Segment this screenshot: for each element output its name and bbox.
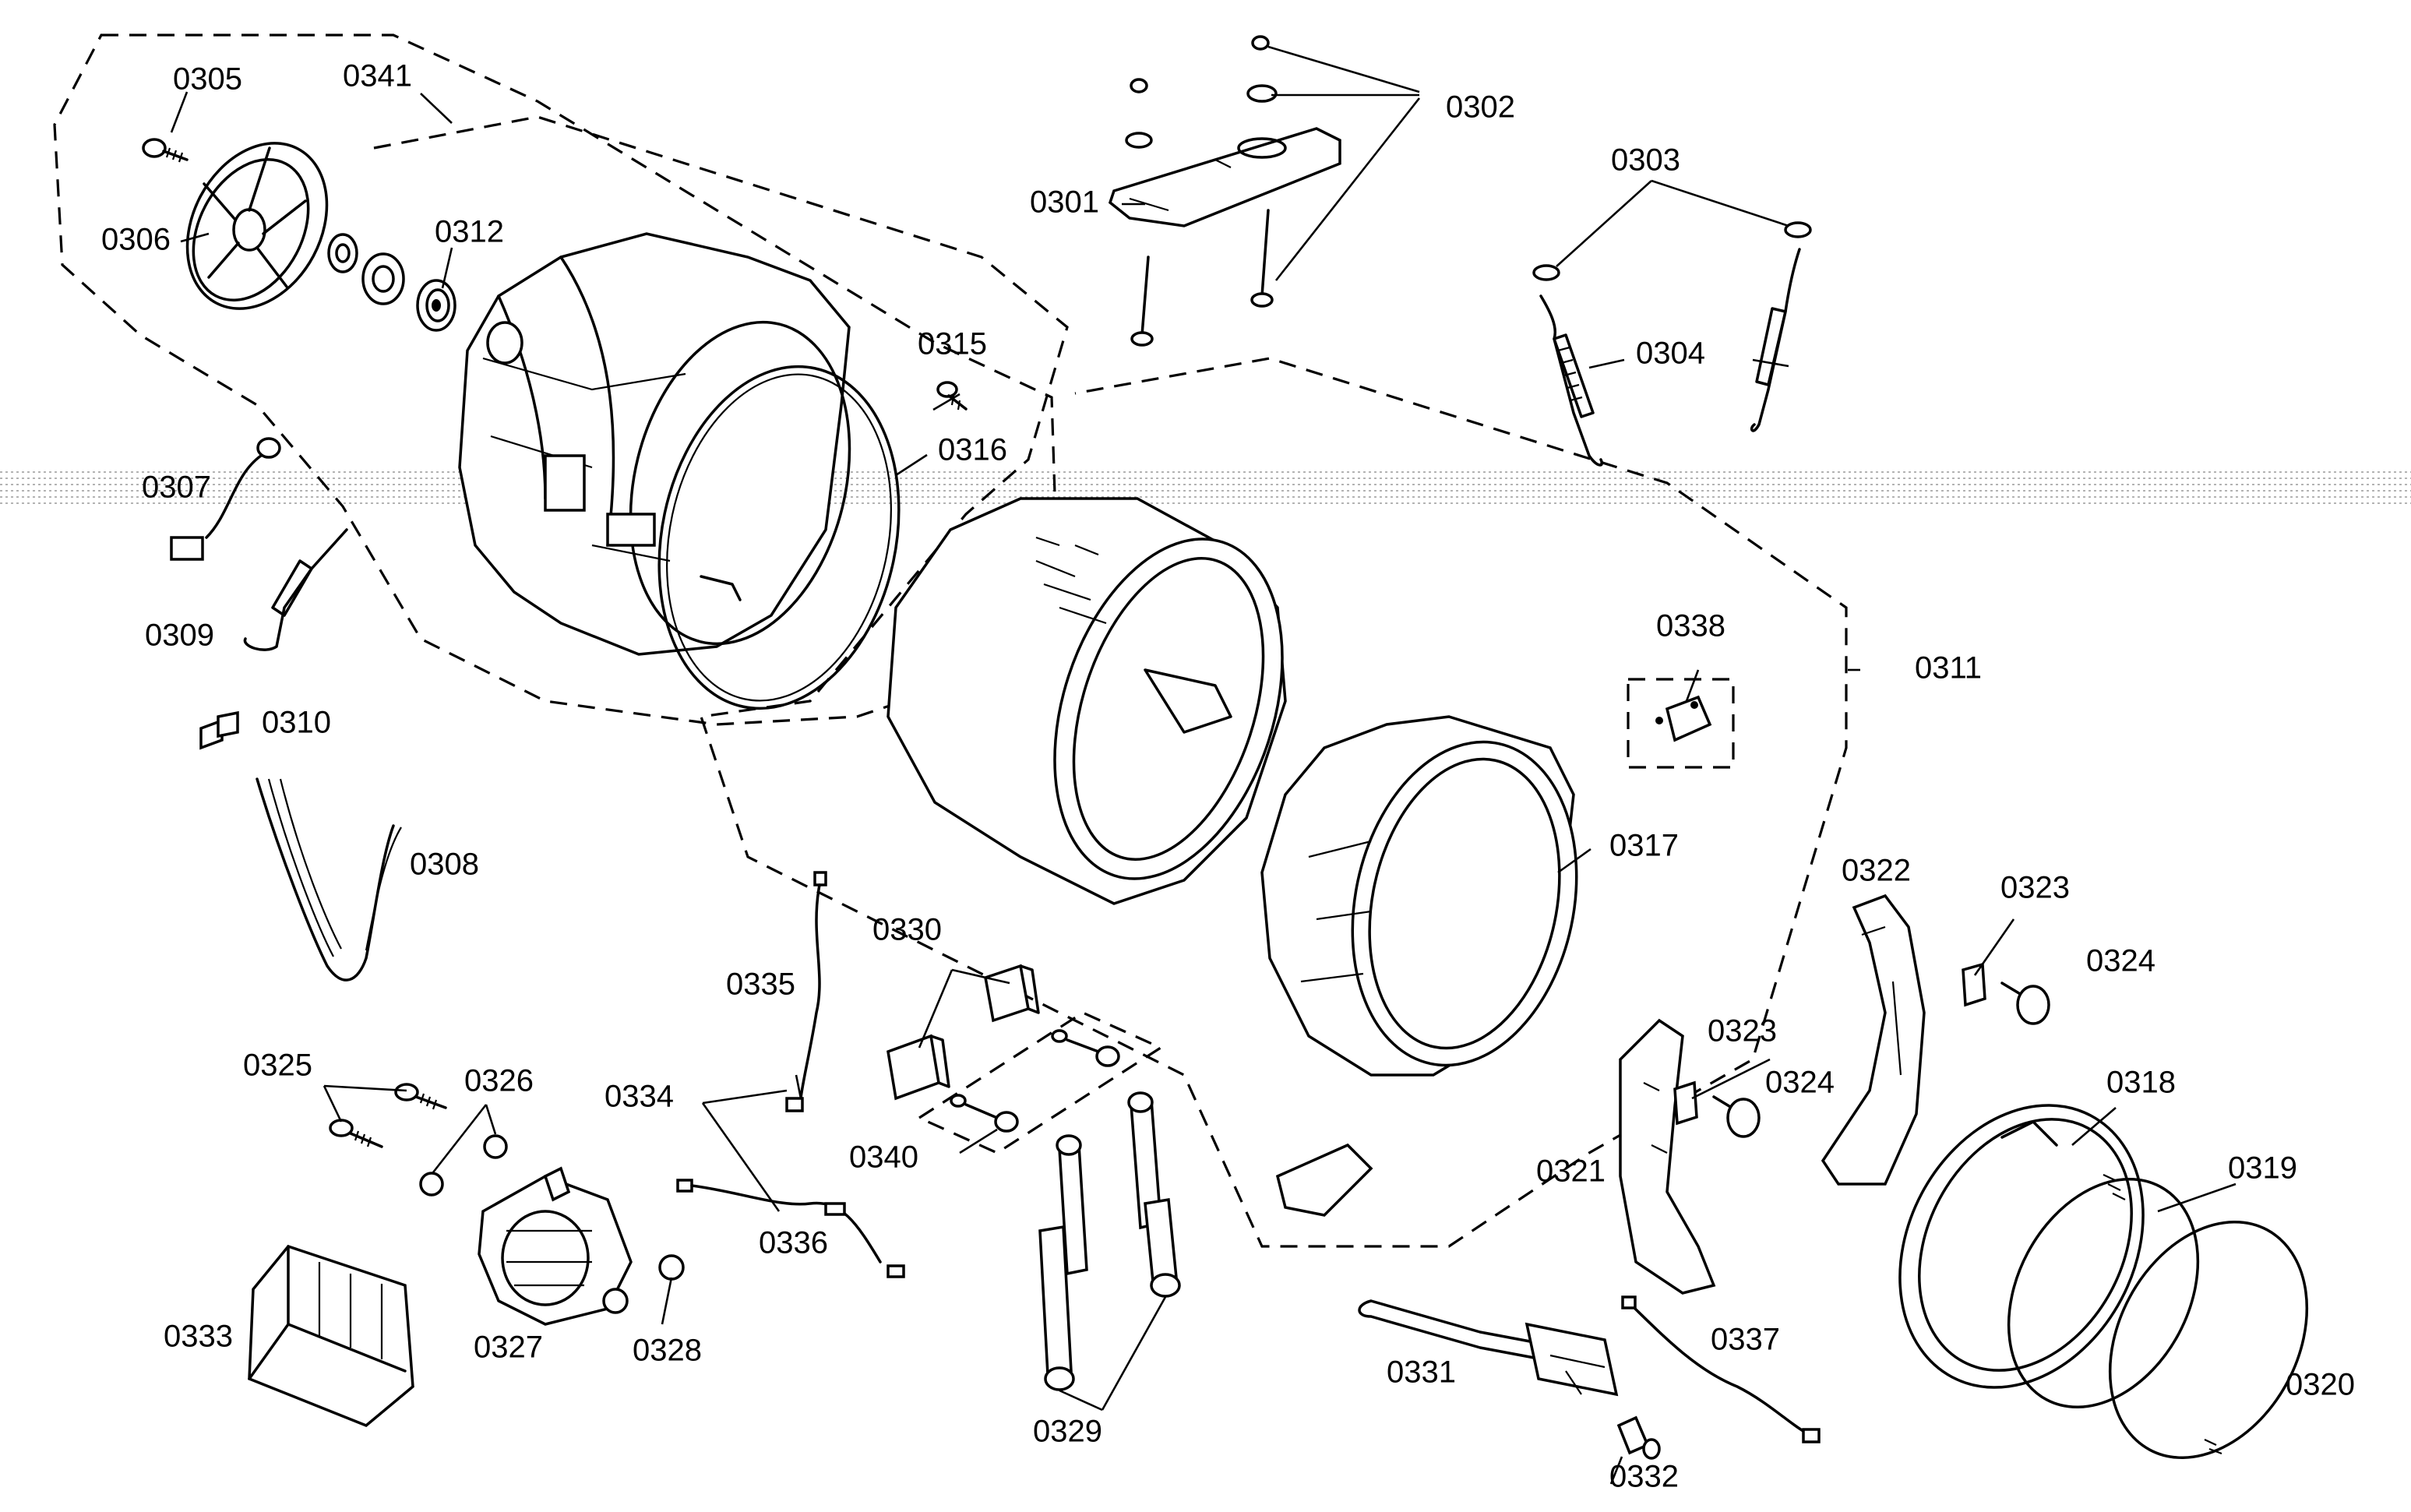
bushings-0328: [602, 1254, 685, 1314]
label-0318: 0318: [2106, 1066, 2176, 1100]
spring-washers-0303: [1532, 221, 1812, 281]
label-0307: 0307: [142, 471, 211, 505]
label-0309: 0309: [145, 619, 214, 653]
pad-0323-lower: [1673, 1080, 1698, 1126]
label-0317: 0317: [1609, 829, 1679, 863]
screws-0325: [329, 1083, 447, 1148]
label-0306: 0306: [101, 223, 171, 257]
bearing-set: [327, 233, 405, 305]
label-0334: 0334: [605, 1080, 674, 1114]
label-0311: 0311: [1915, 651, 1982, 686]
wire-0336: [676, 1179, 905, 1278]
screw-0305: [142, 138, 189, 163]
bolt-set-0340: [950, 1029, 1120, 1133]
label-0305: 0305: [173, 62, 242, 97]
label-0319: 0319: [2228, 1151, 2297, 1186]
assembly-outline-0311: [373, 115, 1848, 1248]
sensor-0307: [170, 437, 281, 561]
counterweight-blocks-0330: [887, 964, 1040, 1101]
label-0341: 0341: [343, 59, 412, 93]
label-0303: 0303: [1611, 143, 1680, 178]
label-0323-upper: 0323: [2000, 871, 2070, 905]
label-0312: 0312: [435, 215, 504, 249]
subassembly-outline-0340: [916, 1011, 1164, 1154]
door-clamp-0319: [2007, 1174, 2200, 1409]
heater-element-0331: [1358, 1299, 1619, 1397]
label-0325: 0325: [243, 1049, 312, 1083]
label-0333: 0333: [164, 1320, 233, 1354]
label-0304: 0304: [1636, 337, 1705, 371]
label-0335: 0335: [726, 967, 795, 1002]
knob-0324-upper: [2000, 982, 2050, 1025]
leader-lines: [170, 45, 2237, 1485]
label-0324-upper: 0324: [2086, 944, 2155, 978]
door-hinge-0322: [1821, 893, 1926, 1186]
knob-0324-lower: [1712, 1095, 1761, 1138]
drive-belt-0308: [256, 777, 402, 982]
label-0301: 0301: [1030, 185, 1099, 220]
label-0330: 0330: [872, 913, 942, 947]
label-0323-lower: 0323: [1708, 1014, 1777, 1049]
label-0337: 0337: [1711, 1323, 1780, 1357]
wire-0337: [1621, 1295, 1821, 1443]
label-0338: 0338: [1656, 609, 1725, 643]
label-0308: 0308: [410, 848, 479, 882]
suspension-springs-0304: [1539, 248, 1801, 467]
tub-gasket-0316: [657, 365, 901, 710]
label-0320: 0320: [2286, 1368, 2355, 1402]
bushings-0326: [419, 1134, 508, 1197]
scan-noise-band: [0, 471, 2411, 504]
seal-0312: [416, 279, 456, 332]
rear-tub: [458, 232, 851, 656]
sensor-0332: [1616, 1415, 1661, 1460]
label-0316: 0316: [938, 433, 1007, 467]
door-gasket-0320: [2108, 1221, 2309, 1459]
mounting-bolts-0302: [1125, 35, 1278, 347]
label-0324-lower: 0324: [1765, 1066, 1835, 1100]
part-labels: 0305 0341 0306 0312 0301 0302 0303 0304 …: [101, 59, 2355, 1494]
label-0340: 0340: [849, 1140, 918, 1175]
control-module-0333: [248, 1244, 414, 1428]
hinge-bracket-0321: [1619, 1018, 1716, 1295]
label-0327: 0327: [474, 1330, 543, 1365]
label-0328: 0328: [633, 1334, 702, 1368]
pad-0323-upper: [1962, 962, 1986, 1007]
wire-0335: [785, 871, 827, 1112]
bracket-part: [1275, 1143, 1373, 1217]
spring-0309: [243, 528, 348, 651]
label-0336: 0336: [759, 1226, 828, 1260]
label-0315: 0315: [918, 327, 987, 361]
drum: [887, 497, 1287, 905]
assembly-outline-0341: [53, 33, 1061, 726]
bracket-0301: [1108, 127, 1341, 227]
label-0310: 0310: [262, 706, 331, 740]
label-0322: 0322: [1842, 854, 1911, 888]
subassembly-outline-0338: [1627, 678, 1735, 769]
label-0326: 0326: [464, 1064, 534, 1098]
shock-absorbers-0329: [1038, 1091, 1181, 1391]
front-tub-0317: [1260, 715, 1578, 1077]
latch-0338: [1655, 695, 1712, 742]
door-ring-0318: [1898, 1104, 2145, 1389]
label-0302: 0302: [1446, 90, 1515, 125]
clip-0310: [199, 710, 239, 750]
label-0321: 0321: [1536, 1154, 1606, 1189]
label-0332: 0332: [1609, 1460, 1679, 1494]
label-0329: 0329: [1033, 1415, 1102, 1449]
pulley-0306: [185, 142, 329, 310]
label-0331: 0331: [1387, 1355, 1456, 1390]
